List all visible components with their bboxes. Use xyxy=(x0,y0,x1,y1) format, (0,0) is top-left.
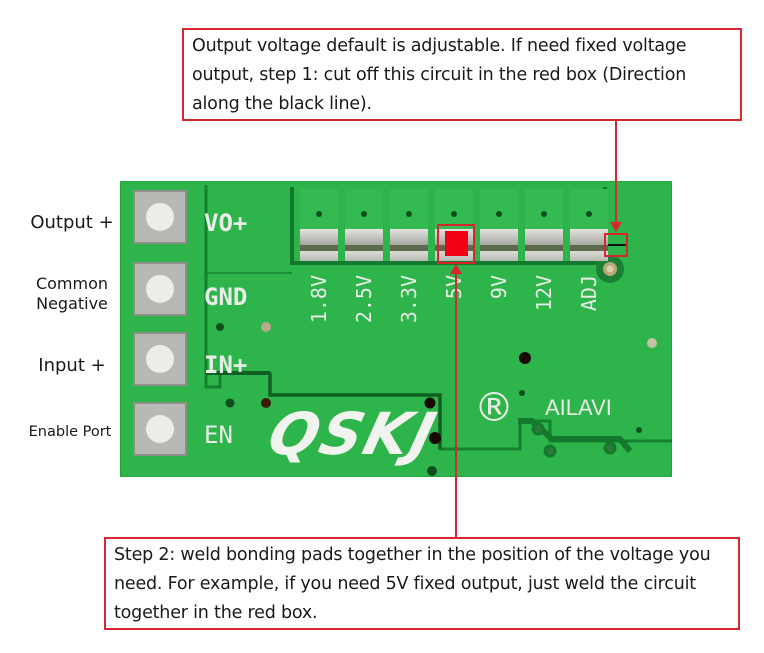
registered-mark: ® xyxy=(474,385,514,431)
pad-metal-bottom xyxy=(570,251,608,261)
silk-en: EN xyxy=(204,421,233,449)
qskj-logo: QSKJ xyxy=(261,400,445,468)
pad-via xyxy=(316,211,322,217)
common-negative-line1: Common xyxy=(35,274,109,293)
cut-marker-box xyxy=(604,233,628,257)
pad-metal-bottom xyxy=(390,251,428,261)
pad-metal-top xyxy=(570,229,608,245)
voltage-pad-1-8v xyxy=(300,189,338,261)
pad-gap xyxy=(390,245,428,251)
voltage-pad-3-3v xyxy=(390,189,428,261)
step1-text: Output voltage default is adjustable. If… xyxy=(192,36,687,114)
pad-gap xyxy=(525,245,563,251)
leader-line-bottom xyxy=(455,266,457,537)
pcb-board: VO+ GND IN+ EN 1.8V 2.5V 3.3V 5V 9V 12V ADJ QS… xyxy=(120,181,672,477)
pad-metal-bottom xyxy=(525,251,563,261)
pad-via xyxy=(361,211,367,217)
silk-in-plus: IN+ xyxy=(204,351,248,379)
pad-metal-bottom xyxy=(300,251,338,261)
pad-via xyxy=(451,211,457,217)
pad-via xyxy=(586,211,592,217)
voltage-label-adj: ADJ xyxy=(577,275,601,312)
common-negative-line2: Negative xyxy=(36,294,108,313)
voltage-label-1-8v: 1.8V xyxy=(307,275,331,324)
brand-ailavi: AILAVI xyxy=(545,395,612,420)
pad-metal-top xyxy=(300,229,338,245)
pad-gap xyxy=(480,245,518,251)
pad-metal-bottom xyxy=(345,251,383,261)
voltage-label-9v: 9V xyxy=(487,275,511,300)
pin-pads xyxy=(133,190,187,456)
pad-metal-top xyxy=(345,229,383,245)
silk-gnd: GND xyxy=(204,283,248,311)
step2-text: Step 2: weld bonding pads together in th… xyxy=(114,545,711,623)
step2-callout: Step 2: weld bonding pads together in th… xyxy=(104,537,740,630)
pad-via xyxy=(406,211,412,217)
output-plus-label: Output + xyxy=(30,212,114,233)
pad-metal-bottom xyxy=(435,251,473,261)
pad-metal-top xyxy=(390,229,428,245)
selected-pad-fill xyxy=(445,231,468,256)
pcb-artwork xyxy=(133,185,672,476)
step1-callout: Output voltage default is adjustable. If… xyxy=(182,28,742,121)
pad-gap xyxy=(570,245,608,251)
pad-metal-top xyxy=(525,229,563,245)
arrow-head-top xyxy=(610,222,622,232)
voltage-label-2-5v: 2.5V xyxy=(352,275,376,324)
voltage-pad-2-5v xyxy=(345,189,383,261)
selected-pad-box xyxy=(437,224,475,264)
pad-metal-top xyxy=(480,229,518,245)
silk-vo-plus: VO+ xyxy=(204,209,248,237)
pad-via xyxy=(496,211,502,217)
pad-gap xyxy=(300,245,338,251)
cut-line xyxy=(608,244,626,246)
voltage-label-12v: 12V xyxy=(532,275,556,312)
pad-metal-bottom xyxy=(480,251,518,261)
voltage-pad-adj xyxy=(570,189,608,261)
pad-via xyxy=(541,211,547,217)
enable-port-label: Enable Port xyxy=(28,424,112,440)
voltage-label-5v: 5V xyxy=(442,275,466,300)
leader-line-top xyxy=(615,121,617,231)
pad-gap xyxy=(345,245,383,251)
voltage-pad-12v xyxy=(525,189,563,261)
common-negative-label: Common Negative xyxy=(22,274,122,314)
voltage-label-3-3v: 3.3V xyxy=(397,275,421,324)
input-plus-label: Input + xyxy=(38,355,106,376)
voltage-pad-9v xyxy=(480,189,518,261)
arrow-head-bottom xyxy=(450,264,462,274)
